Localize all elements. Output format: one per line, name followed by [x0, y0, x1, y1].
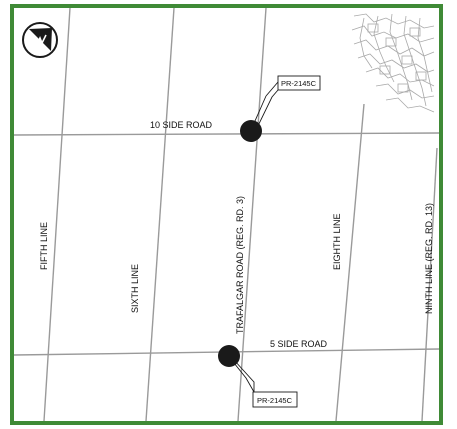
label-trafalgar-road: TRAFALGAR ROAD (REG. RD. 3) — [235, 196, 245, 334]
callout-label: PR-2145C — [257, 396, 293, 405]
side-roads — [14, 132, 439, 356]
callout-label: PR-2145C — [281, 79, 317, 88]
site-marker-icon[interactable] — [218, 345, 240, 367]
urban-area — [351, 13, 435, 113]
north-arrow-icon — [22, 22, 58, 58]
label-10-side-road: 10 SIDE ROAD — [150, 120, 213, 130]
concession-roads — [43, 8, 438, 421]
road-ninth-line — [421, 147, 438, 421]
map-frame: 10 SIDE ROAD 5 SIDE ROAD FIFTH LINE SIXT… — [10, 4, 443, 425]
callout-box — [277, 75, 321, 91]
label-eighth-line: EIGHTH LINE — [332, 213, 342, 270]
callout-leader — [265, 81, 279, 97]
marker-pr-2145c-south[interactable]: PR-2145C — [218, 345, 298, 408]
label-sixth-line: SIXTH LINE — [130, 264, 140, 313]
map-canvas: 10 SIDE ROAD 5 SIDE ROAD FIFTH LINE SIXT… — [14, 8, 439, 421]
label-ninth-line: NINTH LINE (REG. RD. 13) — [424, 203, 434, 314]
road-fifth-line — [43, 8, 71, 421]
label-fifth-line: FIFTH LINE — [39, 222, 49, 270]
callout-leader — [254, 89, 279, 133]
site-marker-icon[interactable] — [240, 120, 262, 142]
road-eighth-line — [335, 103, 365, 421]
label-5-side-road: 5 SIDE ROAD — [270, 339, 328, 349]
marker-pr-2145c-north[interactable]: PR-2145C — [240, 75, 321, 142]
road-sixth-line — [145, 8, 175, 421]
callout-leader — [233, 359, 255, 400]
road-10-side — [14, 132, 439, 136]
callout-box — [252, 391, 298, 408]
